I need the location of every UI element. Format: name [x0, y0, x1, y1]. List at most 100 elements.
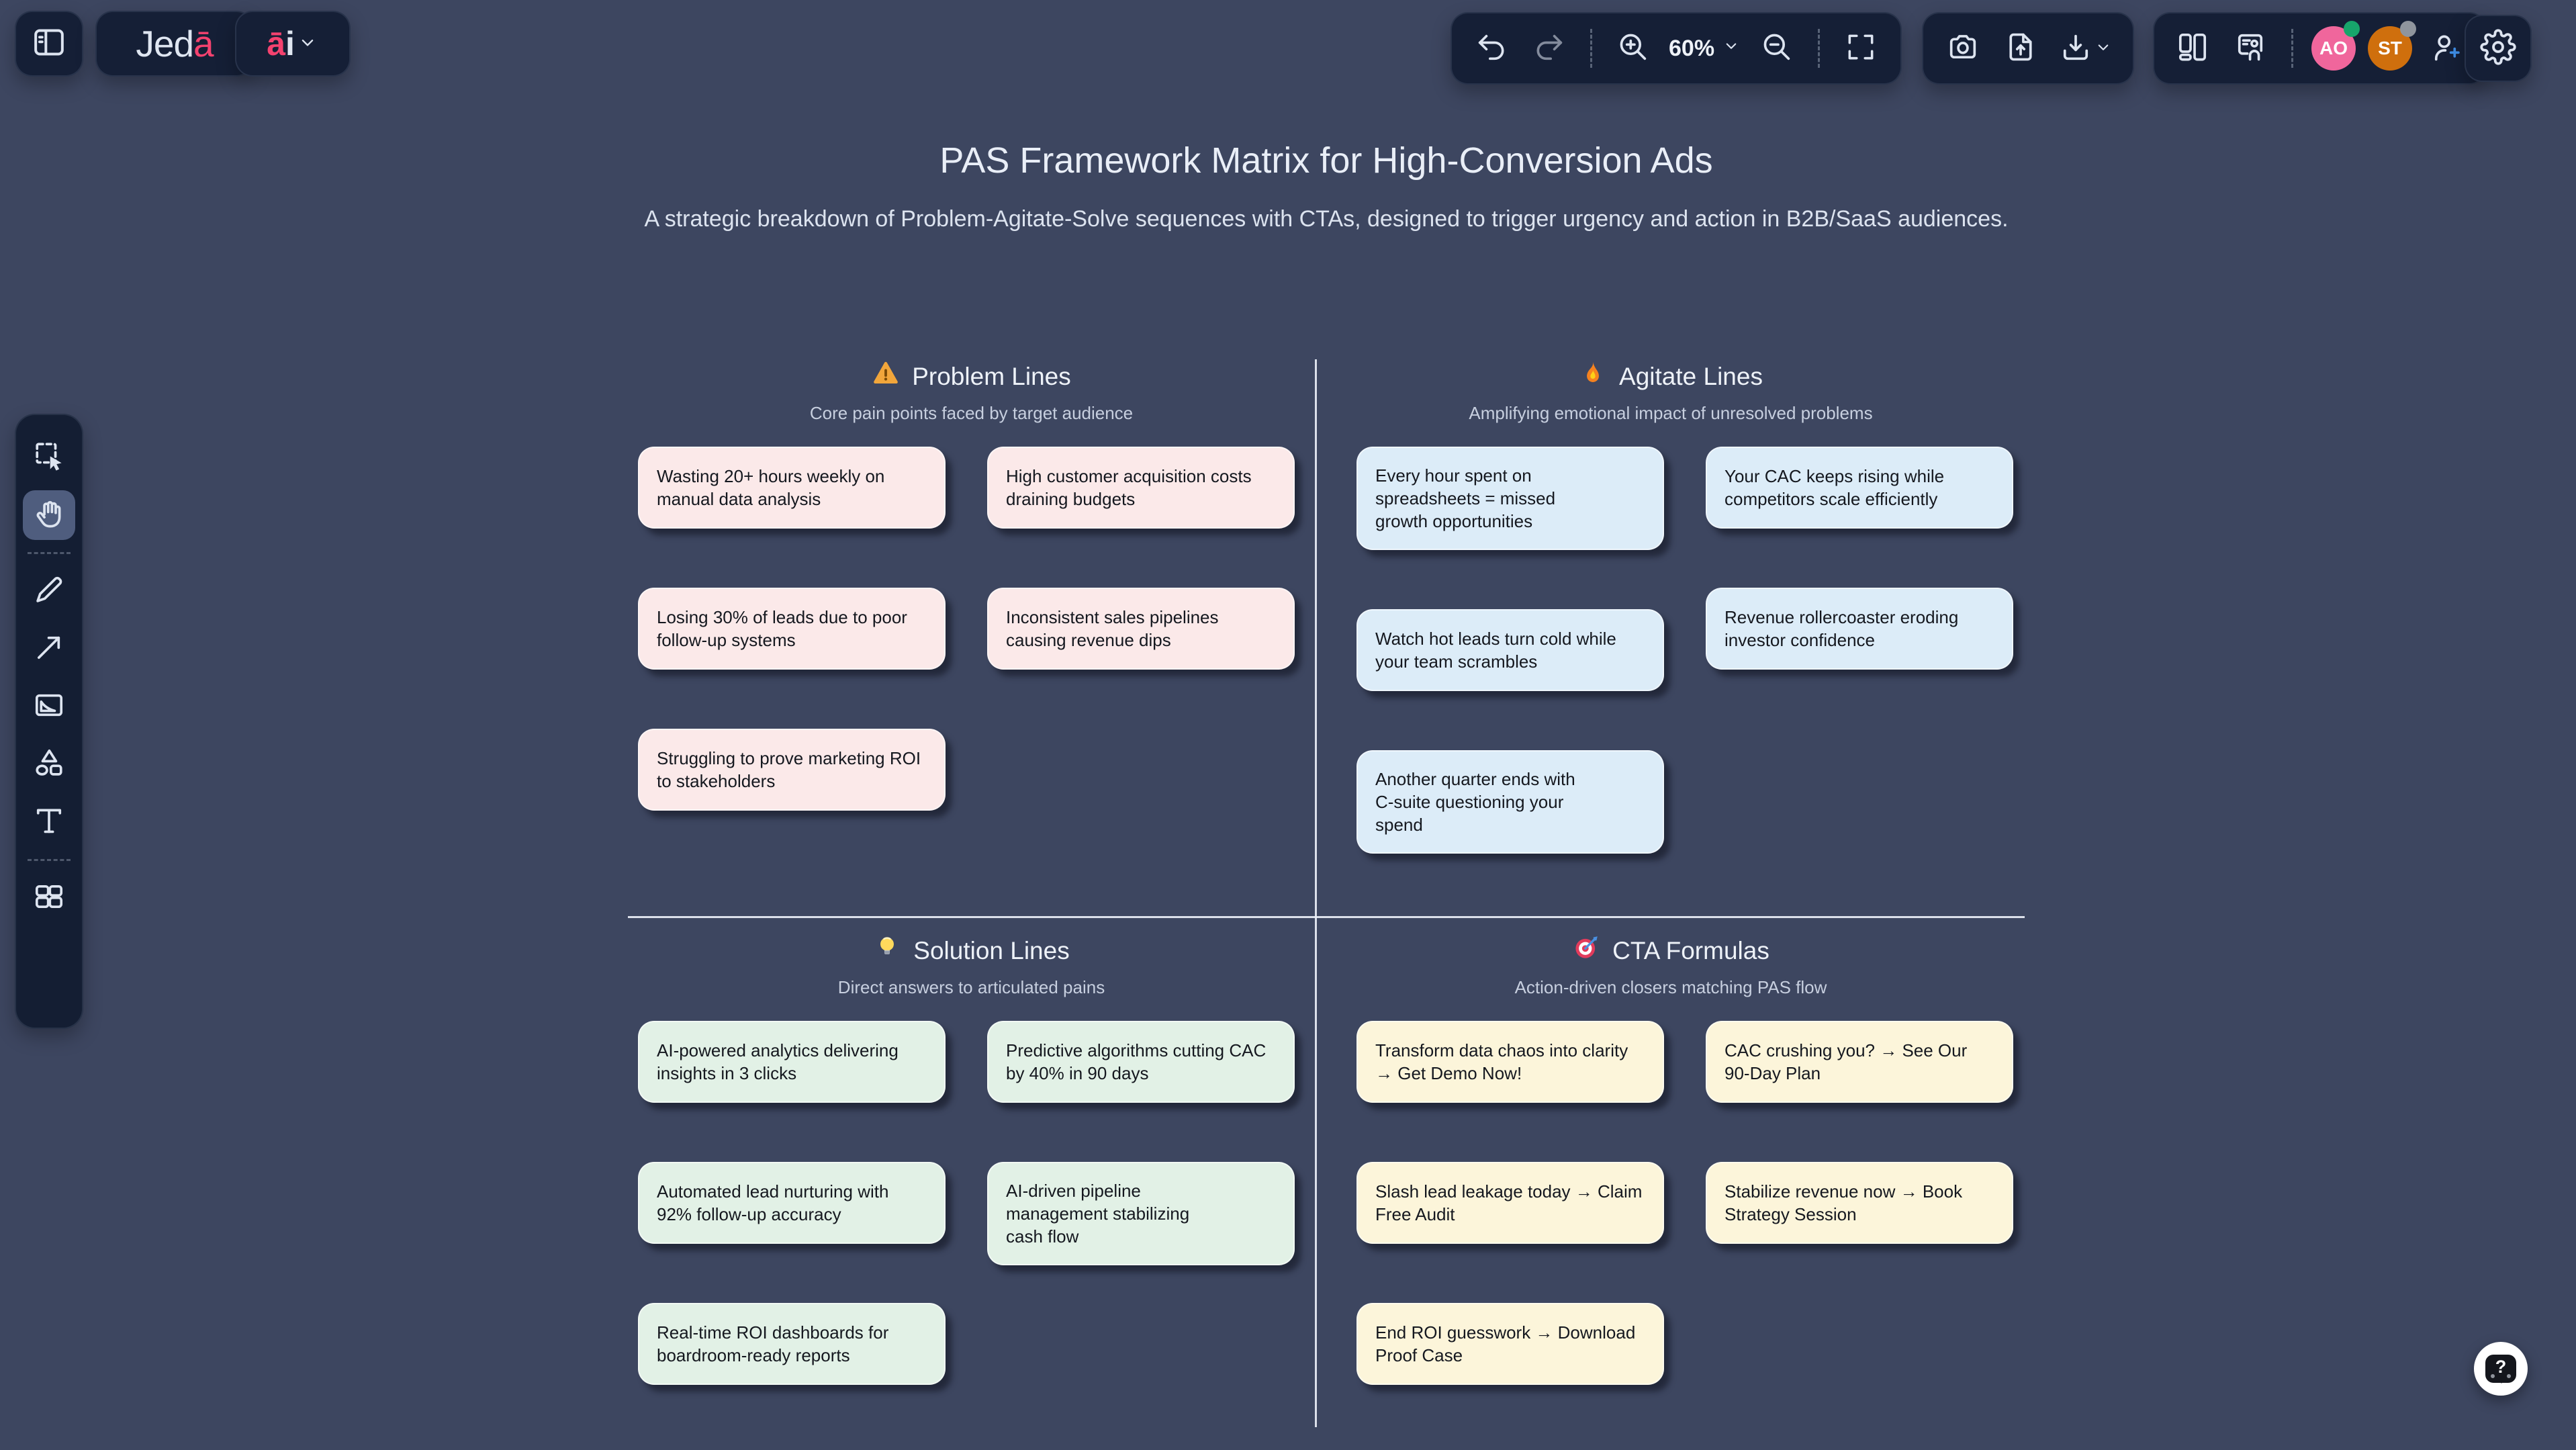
layout-icon	[2175, 30, 2210, 68]
present-icon	[2233, 30, 2268, 68]
fullscreen-icon	[1844, 30, 1878, 67]
tool-text[interactable]	[23, 797, 75, 847]
tool-pen[interactable]	[23, 566, 75, 616]
import-button[interactable]	[1994, 21, 2047, 76]
tool-pan[interactable]	[23, 490, 75, 540]
text-icon	[32, 803, 66, 842]
sticky-note[interactable]: Predictive algorithms cutting CAC by 40%…	[987, 1021, 1295, 1103]
sticky-note[interactable]: Watch hot leads turn cold while your tea…	[1356, 609, 1664, 691]
zoom-in-button[interactable]	[1607, 21, 1659, 76]
quadrant-subtitle[interactable]: Core pain points faced by target audienc…	[809, 403, 1134, 423]
settings-icon	[2480, 28, 2516, 69]
board-subtitle[interactable]: A strategic breakdown of Problem-Agitate…	[583, 203, 2070, 235]
sticky-note[interactable]: Your CAC keeps rising while competitors …	[1706, 447, 2013, 529]
sticky-note[interactable]: Struggling to prove marketing ROI to sta…	[638, 729, 946, 811]
target-icon	[1572, 934, 1600, 968]
ai-menu-label: āi	[267, 25, 295, 62]
matrix-horizontal-divider	[628, 916, 2025, 918]
hand-icon	[32, 496, 66, 535]
status-badge	[2344, 21, 2360, 37]
redo-button[interactable]	[1523, 21, 1575, 76]
select-icon	[32, 439, 66, 477]
pen-icon	[32, 572, 66, 610]
sticky-note[interactable]: Wasting 20+ hours weekly on manual data …	[638, 447, 946, 529]
present-button[interactable]	[2224, 21, 2276, 76]
sticky-note[interactable]: AI-powered analytics delivering insights…	[638, 1021, 946, 1103]
sticky-note[interactable]: Losing 30% of leads due to poor follow-u…	[638, 588, 946, 670]
zoom-in-icon	[1616, 30, 1651, 68]
sticky-note[interactable]: Another quarter ends with C-suite questi…	[1356, 750, 1664, 854]
download-icon	[2058, 30, 2093, 68]
export-icon	[2003, 30, 2038, 68]
sticky-note[interactable]: Transform data chaos into clarity → Get …	[1356, 1021, 1664, 1103]
add-user-icon	[2430, 30, 2465, 68]
quadrant-header[interactable]: Solution Lines	[628, 934, 1315, 968]
quadrant-title: CTA Formulas	[1612, 936, 1769, 964]
ai-menu-button[interactable]: āi	[235, 11, 351, 77]
redo-icon	[1532, 30, 1567, 68]
status-badge	[2400, 21, 2416, 37]
quadrant-title: Solution Lines	[913, 936, 1070, 964]
undo-icon	[1474, 30, 1509, 68]
settings-button[interactable]	[2465, 15, 2532, 82]
quadrant-agitate: Agitate Lines Amplifying emotional impac…	[1317, 359, 2025, 854]
tool-shapes[interactable]	[23, 739, 75, 789]
undo-button[interactable]	[1465, 21, 1518, 76]
board-subtitle-text: A strategic breakdown of Problem-Agitate…	[644, 206, 2009, 232]
avatar[interactable]: ST	[2368, 21, 2416, 71]
chevron-down-icon	[1721, 36, 1741, 62]
help-button[interactable]: ?	[2474, 1342, 2528, 1396]
download-button[interactable]	[2052, 21, 2119, 76]
camera-icon	[1945, 30, 1980, 68]
sticky-note[interactable]: AI-driven pipeline management stabilizin…	[987, 1162, 1295, 1265]
layout-button[interactable]	[2166, 21, 2219, 76]
avatar-initials: AO	[2319, 38, 2348, 58]
sticky-note[interactable]: Every hour spent on spreadsheets = misse…	[1356, 447, 1664, 550]
zoom-out-icon	[1759, 30, 1794, 68]
shapes-icon	[32, 745, 66, 784]
quadrant-cta: CTA Formulas Action-driven closers match…	[1317, 934, 2025, 1385]
sticky-note[interactable]: Slash lead leakage today → Claim Free Au…	[1356, 1162, 1664, 1244]
collaboration-toolbar: AO ST	[2153, 12, 2487, 85]
sticky-note[interactable]: Revenue rollercoaster eroding investor c…	[1706, 588, 2013, 670]
rail-divider	[28, 552, 71, 554]
screenshot-button[interactable]	[1937, 21, 1989, 76]
fullscreen-button[interactable]	[1835, 21, 1887, 76]
history-zoom-toolbar: 60%	[1451, 12, 1902, 85]
sticky-note[interactable]: Real-time ROI dashboards for boardroom-r…	[638, 1303, 946, 1385]
quadrant-header[interactable]: Agitate Lines	[1317, 359, 2025, 394]
quadrant-subtitle[interactable]: Direct answers to articulated pains	[837, 977, 1105, 997]
help-icon: ?	[2485, 1355, 2516, 1384]
sticky-note[interactable]: End ROI guesswork → Download Proof Case	[1356, 1303, 1664, 1385]
avatar[interactable]: AO	[2311, 21, 2360, 71]
sticky-note[interactable]: Automated lead nurturing with 92% follow…	[638, 1162, 946, 1244]
sticky-note[interactable]: Inconsistent sales pipelines causing rev…	[987, 588, 1295, 670]
sticky-note[interactable]: Stabilize revenue now → Book Strategy Se…	[1706, 1162, 2013, 1244]
tool-templates[interactable]	[23, 873, 75, 923]
flame-icon	[1579, 359, 1607, 394]
quadrant-header[interactable]: Problem Lines	[628, 359, 1315, 394]
quadrant-title: Agitate Lines	[1619, 362, 1763, 390]
tool-frame[interactable]	[23, 682, 75, 731]
quadrant-header[interactable]: CTA Formulas	[1317, 934, 2025, 968]
bulb-icon	[873, 934, 901, 968]
tool-connector[interactable]	[23, 624, 75, 674]
toolbar-divider	[1818, 29, 1821, 68]
jeda-logo[interactable]: Jedā	[95, 11, 254, 77]
quadrant-subtitle[interactable]: Amplifying emotional impact of unresolve…	[1469, 403, 1873, 423]
capture-export-toolbar	[1922, 12, 2134, 85]
chevron-down-icon	[2093, 37, 2113, 60]
sticky-note[interactable]: CAC crushing you? → See Our 90-Day Plan	[1706, 1021, 2013, 1103]
logo-text: Jedā	[136, 23, 214, 64]
sticky-note[interactable]: High customer acquisition costs draining…	[987, 447, 1295, 529]
toolbar-divider	[1590, 29, 1592, 68]
tool-select[interactable]	[23, 433, 75, 482]
sidebar-toggle-button[interactable]	[15, 11, 83, 77]
zoom-out-button[interactable]	[1751, 21, 1803, 76]
zoom-level-dropdown[interactable]: 60%	[1665, 36, 1745, 62]
toolbar-divider	[2291, 29, 2293, 68]
board-title[interactable]: PAS Framework Matrix for High-Conversion…	[939, 140, 1713, 181]
sidebar-toggle-icon	[30, 24, 68, 64]
quadrant-subtitle[interactable]: Action-driven closers matching PAS flow	[1514, 977, 1827, 997]
add-user-button[interactable]	[2421, 21, 2473, 76]
